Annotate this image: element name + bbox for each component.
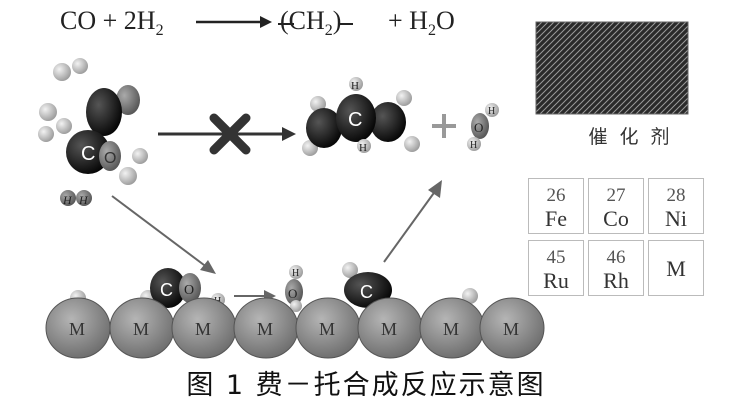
equation-product: (CH2) xyxy=(278,4,460,40)
desorption-arrow xyxy=(383,180,442,263)
svg-text:H: H xyxy=(78,193,89,207)
oh-oxygen-label: O xyxy=(288,286,297,301)
element-cell-rh: 46 Rh xyxy=(588,240,644,296)
metal-atom-label: M xyxy=(503,319,519,339)
metal-atom-label: M xyxy=(69,319,85,339)
product-close: ) xyxy=(332,6,342,35)
metal-atom-label: M xyxy=(319,319,335,339)
plus-sign xyxy=(432,114,456,138)
adsorbed-oxygen-label: O xyxy=(184,283,194,298)
element-cell-m: M xyxy=(648,240,704,296)
figure-caption: 图 1 费－托合成反应示意图 xyxy=(186,370,546,401)
product-open: (CH xyxy=(280,6,325,35)
element-cell-co: 27 Co xyxy=(588,178,644,234)
element-cell-ru: 45 Ru xyxy=(528,240,584,296)
surface-carbon-label: C xyxy=(360,282,373,302)
metal-surface: M M M M M M M M xyxy=(45,297,545,359)
adsorbed-oh: O H xyxy=(285,265,303,312)
blocked-pathway xyxy=(158,113,296,155)
equation-lhs-subscript: 2 xyxy=(155,22,164,40)
equation-arrow xyxy=(196,16,272,28)
adsorbed-carbon-label: C xyxy=(160,280,173,300)
reactant-carbon-label: C xyxy=(81,143,95,165)
metal-atom-label: M xyxy=(133,319,149,339)
periodic-table: 26 Fe 27 Co 28 Ni 45 Ru 46 Rh M xyxy=(528,178,708,302)
metal-atom-label: M xyxy=(443,319,459,339)
element-cell-fe: 26 Fe xyxy=(528,178,584,234)
catalyst-image xyxy=(535,21,689,115)
water-prefix: + H xyxy=(388,6,428,35)
water-oxygen-atom: O xyxy=(474,120,483,135)
adsorption-arrow xyxy=(111,195,216,274)
reaction-equation: CO + 2H2 xyxy=(60,4,490,40)
hydrocarbon-product: C H H xyxy=(302,77,420,156)
svg-text:H: H xyxy=(62,193,73,207)
water-h2: H xyxy=(470,140,477,151)
reactant-group: C O H H xyxy=(38,58,148,207)
element-cell-ni: 28 Ni xyxy=(648,178,704,234)
metal-atom-label: M xyxy=(257,319,273,339)
catalyst-label: 催化剂 xyxy=(588,126,682,148)
equation-lhs: CO + 2H xyxy=(60,6,156,35)
metal-atom-label: M xyxy=(195,319,211,339)
water-subscript: 2 xyxy=(427,22,436,40)
metal-atom-label: M xyxy=(381,319,397,339)
water-molecule: O H H xyxy=(467,103,499,151)
product-h-bottom: H xyxy=(359,142,367,154)
equation-water: + H2O xyxy=(388,4,498,40)
product-h-top: H xyxy=(351,80,359,92)
water-h1: H xyxy=(488,106,495,117)
oh-h-label: H xyxy=(292,268,299,279)
reactant-oxygen-label: O xyxy=(104,150,116,167)
product-subscript: 2 xyxy=(324,22,333,40)
water-oxygen: O xyxy=(435,6,455,35)
product-carbon-label: C xyxy=(348,109,362,131)
